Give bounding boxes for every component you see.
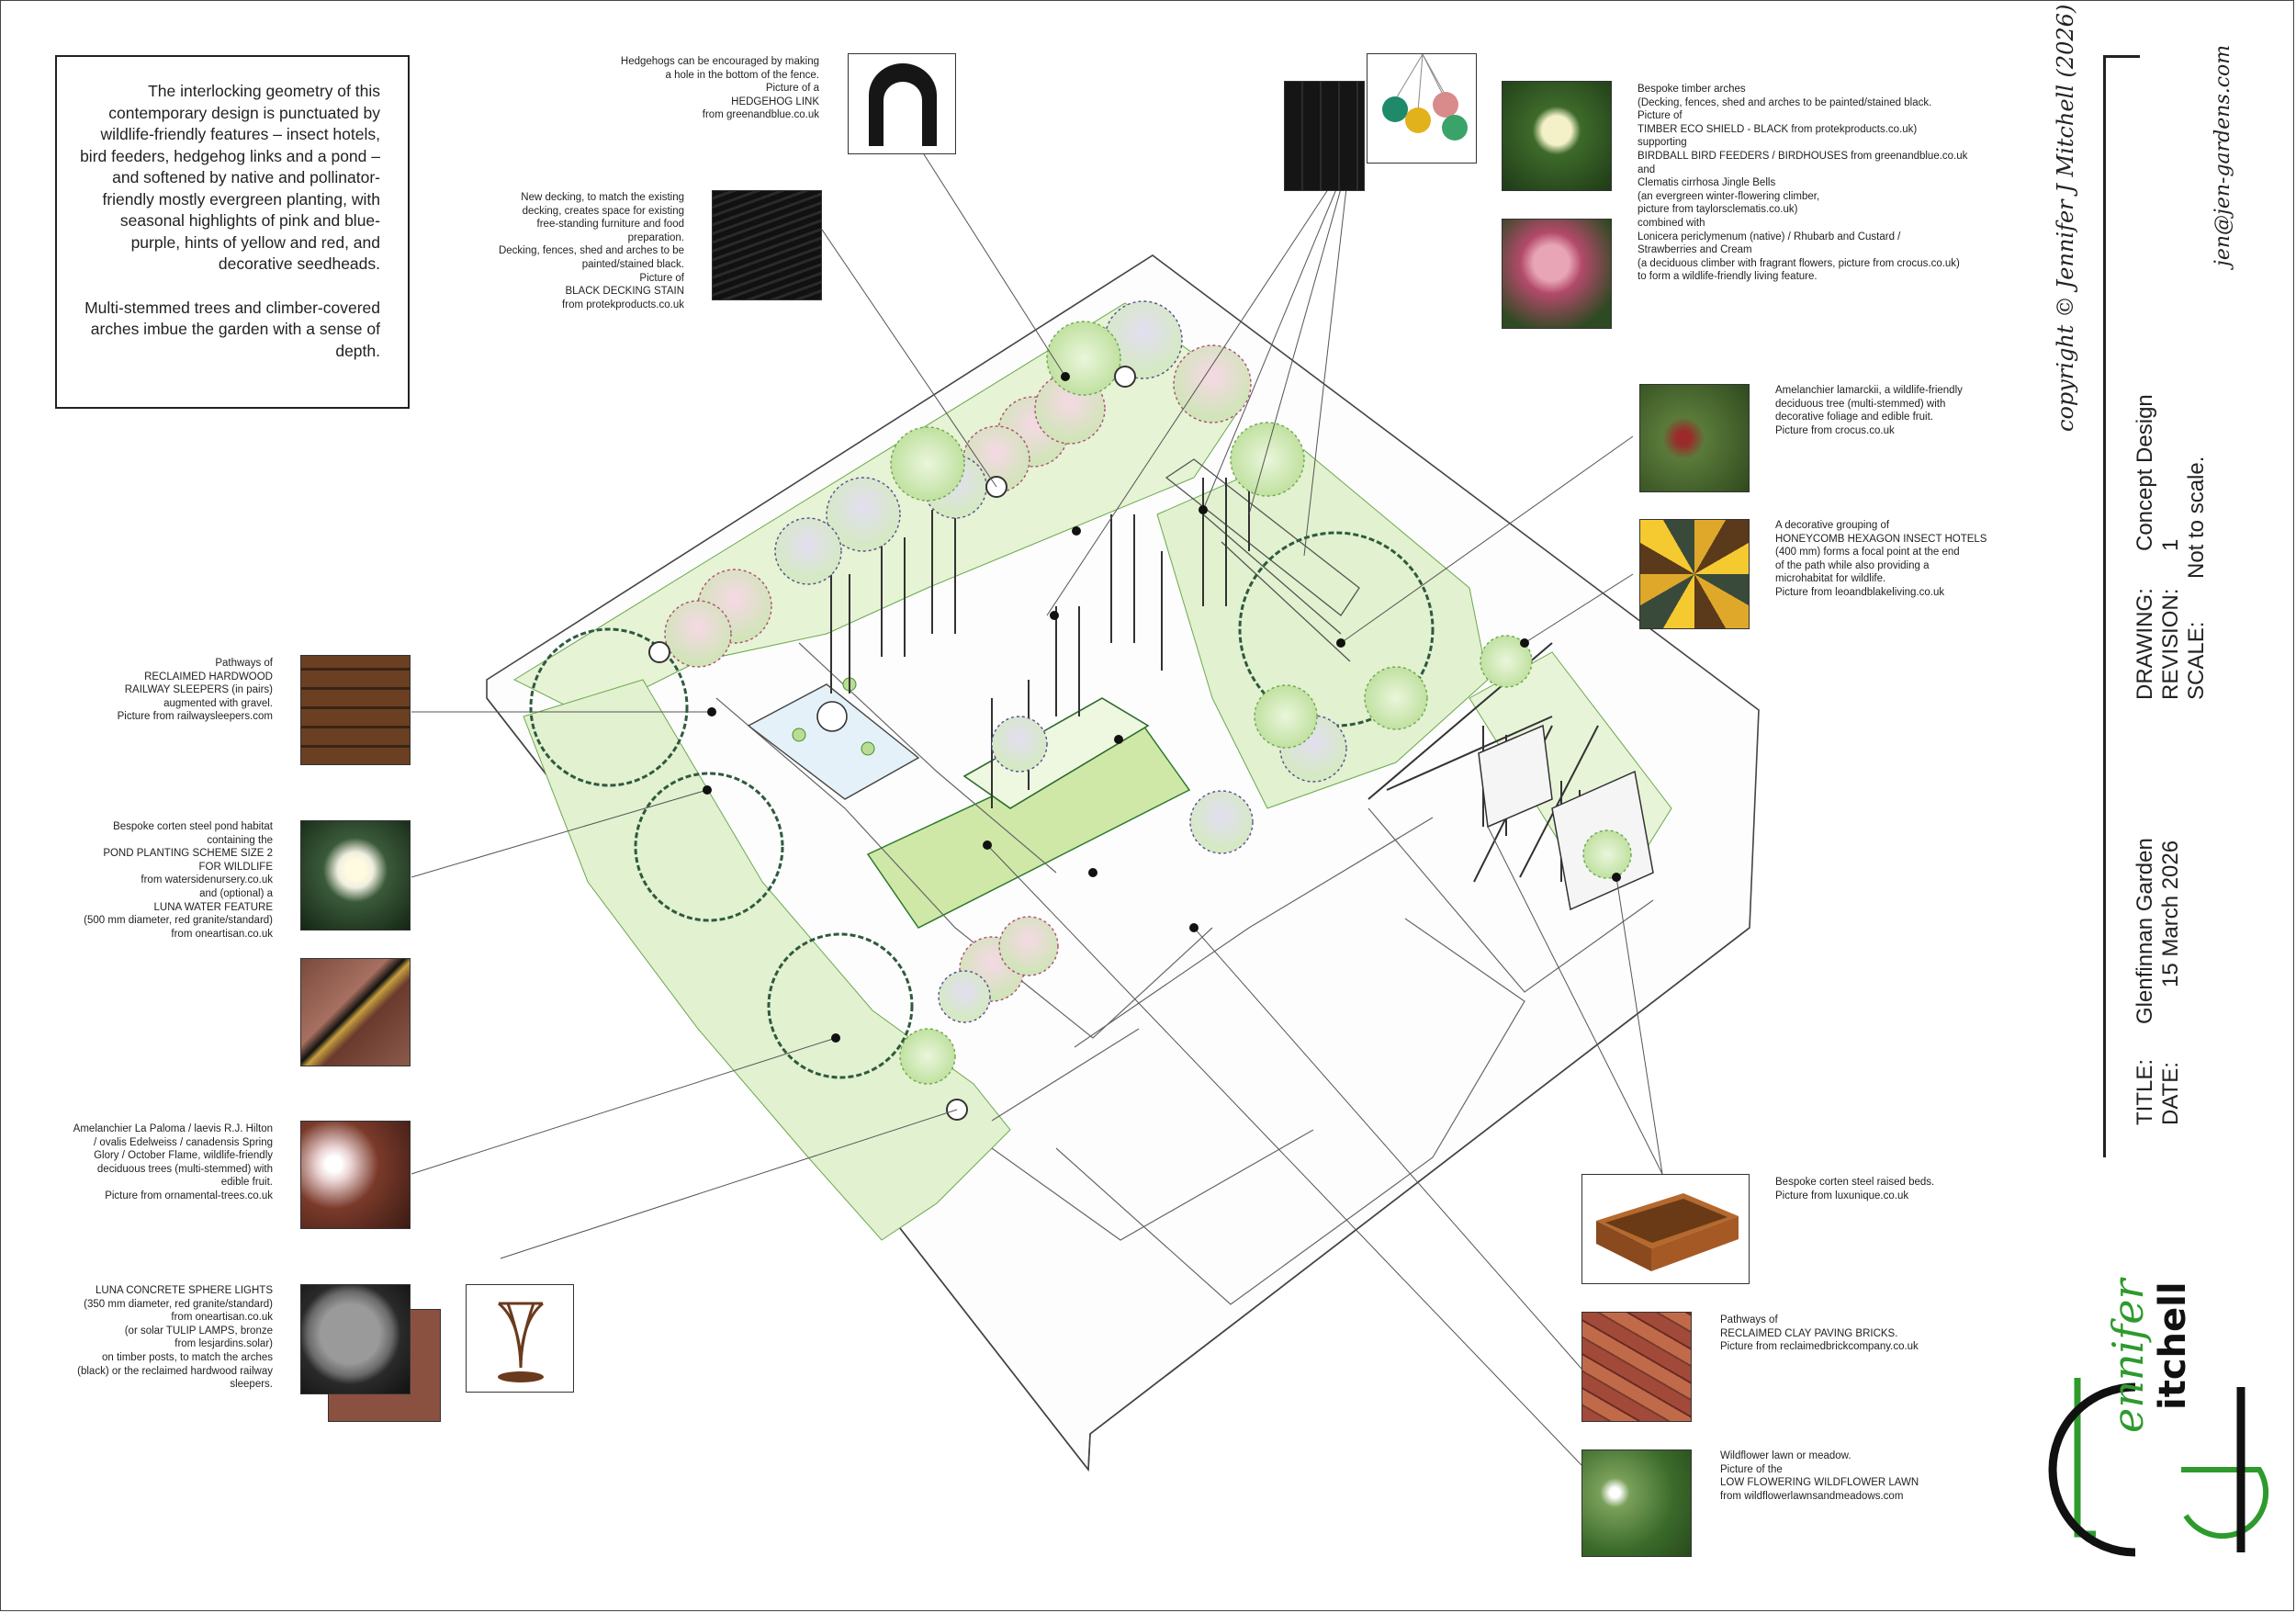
arches-annotation: Bespoke timber arches (Decking, fences, … (1638, 84, 1968, 283)
title-block-corner (2103, 55, 2140, 58)
intro-paragraph-2: Multi-stemmed trees and climber-covered … (84, 298, 380, 360)
lights-annotation: LUNA CONCRETE SPHERE LIGHTS (350 mm diam… (77, 1285, 273, 1391)
intro-paragraph-1: The interlocking geometry of this contem… (80, 82, 380, 273)
hedgehog-annotation: Hedgehogs can be encouraged by making a … (620, 56, 819, 121)
railway-sleepers-photo (300, 655, 411, 765)
clay-paving-bricks-photo (1581, 1312, 1692, 1422)
corten-raised-bed-photo (1581, 1174, 1750, 1284)
pond-planting-photo (300, 820, 411, 931)
tulip-lamp-photo (466, 1284, 574, 1393)
bricks-annotation: Pathways of RECLAIMED CLAY PAVING BRICKS… (1720, 1314, 1919, 1353)
luna-sphere-light-photo (300, 1284, 411, 1394)
lonicera-photo (1502, 219, 1612, 329)
black-decking-stain-photo (712, 190, 822, 300)
shrubs-green (890, 321, 1632, 1085)
wildflower-lawn-photo (1581, 1449, 1692, 1557)
paths (715, 642, 1654, 1305)
insect-hotels-annotation: A decorative grouping of HONEYCOMB HEXAG… (1775, 520, 1987, 598)
sleepers-annotation: Pathways of RECLAIMED HARDWOOD RAILWAY S… (117, 658, 273, 723)
clematis-photo (1502, 81, 1612, 191)
design-intro-box: The interlocking geometry of this contem… (55, 55, 410, 409)
logo-text-itchell: itchell (2152, 1281, 2194, 1410)
luna-water-feature-photo (300, 958, 411, 1066)
decking-annotation: New decking, to match the existing decki… (498, 192, 684, 310)
pond-annotation: Bespoke corten steel pond habitat contai… (84, 821, 273, 940)
amelanchier-lamarckii-annotation: Amelanchier lamarckii, a wildlife-friend… (1775, 385, 1963, 436)
wildflower-annotation: Wildflower lawn or meadow. Picture of th… (1720, 1450, 1919, 1502)
raised-bed-centre (962, 697, 1150, 809)
leader-dots (703, 372, 1621, 1043)
insect-hotels-photo (1639, 519, 1750, 629)
timber-eco-shield-photo (1284, 81, 1365, 191)
raised-beds-annotation: Bespoke corten steel raised beds. Pictur… (1775, 1177, 1935, 1201)
amelanchier-laloma-annotation: Amelanchier La Paloma / laevis R.J. Hilt… (73, 1123, 273, 1201)
leader-lines (411, 123, 1663, 1466)
amelanchier-laloma-photo (300, 1121, 411, 1229)
pond-habitat (747, 677, 920, 800)
amelanchier-lamarckii-photo (1639, 384, 1750, 492)
logo-text-ennifer: ennifer (2103, 1279, 2153, 1433)
birdball-feeders-photo (1367, 53, 1477, 164)
shrubs-purple (774, 300, 1347, 1023)
title-block-divider (2103, 55, 2106, 1157)
hedgehog-link-photo (848, 53, 956, 154)
